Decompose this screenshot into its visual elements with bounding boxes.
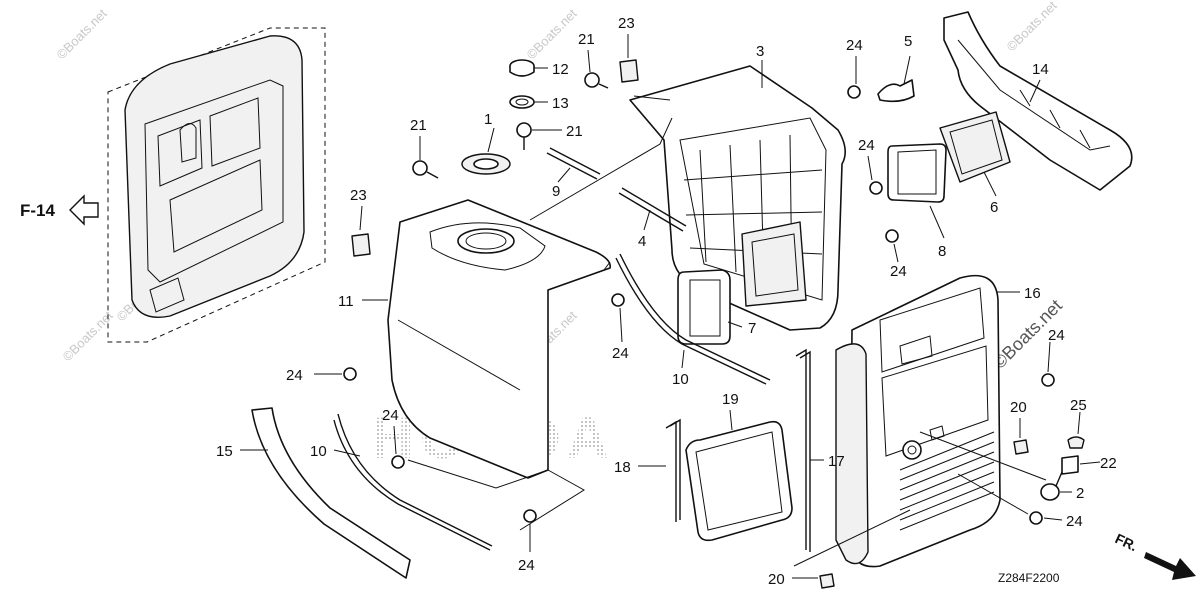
callout-7[interactable]: 7 [748, 320, 756, 337]
leader-lines [240, 34, 1101, 579]
callout-21-left[interactable]: 21 [410, 117, 427, 134]
callout-20-upper[interactable]: 20 [1010, 399, 1027, 416]
callout-25[interactable]: 25 [1070, 397, 1087, 414]
callout-12[interactable]: 12 [552, 61, 569, 78]
callout-23-top[interactable]: 23 [618, 15, 635, 32]
part-18-strip[interactable] [665, 418, 681, 522]
callout-15[interactable]: 15 [216, 443, 233, 460]
callout-24[interactable]: 24 [612, 345, 629, 362]
callouts: 1 2 3 4 5 6 7 8 9 10 10 11 12 13 14 15 1… [216, 15, 1117, 588]
callout-20-lower[interactable]: 20 [768, 571, 785, 588]
watermark: ©Boats.net [54, 6, 110, 62]
part-6-filter[interactable] [939, 111, 1011, 183]
callout-24[interactable]: 24 [1066, 513, 1083, 530]
callout-24[interactable]: 24 [858, 137, 875, 154]
watermark: ©Boats.net [1004, 0, 1060, 54]
front-arrow-icon [1144, 552, 1196, 580]
callout-3[interactable]: 3 [756, 43, 764, 60]
callout-17[interactable]: 17 [828, 453, 845, 470]
front-indicator: FR. [1113, 530, 1196, 580]
watermark: ©Boats.net [524, 6, 580, 62]
callout-1[interactable]: 1 [484, 111, 492, 128]
callout-16[interactable]: 16 [1024, 285, 1041, 302]
reference-cover [124, 35, 305, 318]
reference-f14[interactable]: F-14 [20, 194, 99, 226]
callout-21-top[interactable]: 21 [578, 31, 595, 48]
part-17-strip[interactable] [795, 348, 811, 552]
callout-14[interactable]: 14 [1032, 61, 1049, 78]
part-3-side-panel[interactable] [629, 65, 846, 331]
callout-24[interactable]: 24 [286, 367, 303, 384]
callout-24[interactable]: 24 [846, 37, 863, 54]
reference-arrow-icon [69, 194, 99, 226]
callout-9[interactable]: 9 [552, 183, 560, 200]
front-label: FR. [1113, 530, 1140, 554]
part-11-tank-cover[interactable] [387, 199, 612, 479]
part-19-seal[interactable] [685, 420, 793, 542]
callout-21-center[interactable]: 21 [566, 123, 583, 140]
part-14-handle-cover[interactable] [943, 11, 1133, 191]
part-4-strip[interactable] [618, 187, 687, 232]
callout-6[interactable]: 6 [990, 199, 998, 216]
reference-label: F-14 [20, 201, 56, 220]
callout-23-left[interactable]: 23 [350, 187, 367, 204]
callout-18[interactable]: 18 [614, 459, 631, 476]
callout-5[interactable]: 5 [904, 33, 912, 50]
part-10-strip-upper[interactable] [615, 253, 771, 385]
callout-11[interactable]: 11 [338, 293, 354, 310]
callout-24[interactable]: 24 [518, 557, 535, 574]
part-7-seal[interactable] [677, 269, 731, 345]
callout-24[interactable]: 24 [382, 407, 399, 424]
part-8-seal[interactable] [887, 143, 947, 203]
callout-8[interactable]: 8 [938, 243, 946, 260]
part-15-strip[interactable] [251, 407, 411, 579]
callout-19[interactable]: 19 [722, 391, 739, 408]
callout-13[interactable]: 13 [552, 95, 569, 112]
part-9-strip[interactable] [546, 147, 601, 180]
part-16-front-panel[interactable] [835, 274, 1001, 568]
callout-24[interactable]: 24 [1048, 327, 1065, 344]
hardware [343, 59, 1085, 589]
callout-24[interactable]: 24 [890, 263, 907, 280]
figure-code: Z284F2200 [998, 571, 1060, 585]
callout-10-upper[interactable]: 10 [672, 371, 689, 388]
reference-frame [107, 27, 326, 343]
callout-22[interactable]: 22 [1100, 455, 1117, 472]
callout-10-lower[interactable]: 10 [310, 443, 327, 460]
callout-2[interactable]: 2 [1076, 485, 1084, 502]
part-10-strip-lower[interactable] [333, 413, 493, 551]
callout-4[interactable]: 4 [638, 233, 646, 250]
